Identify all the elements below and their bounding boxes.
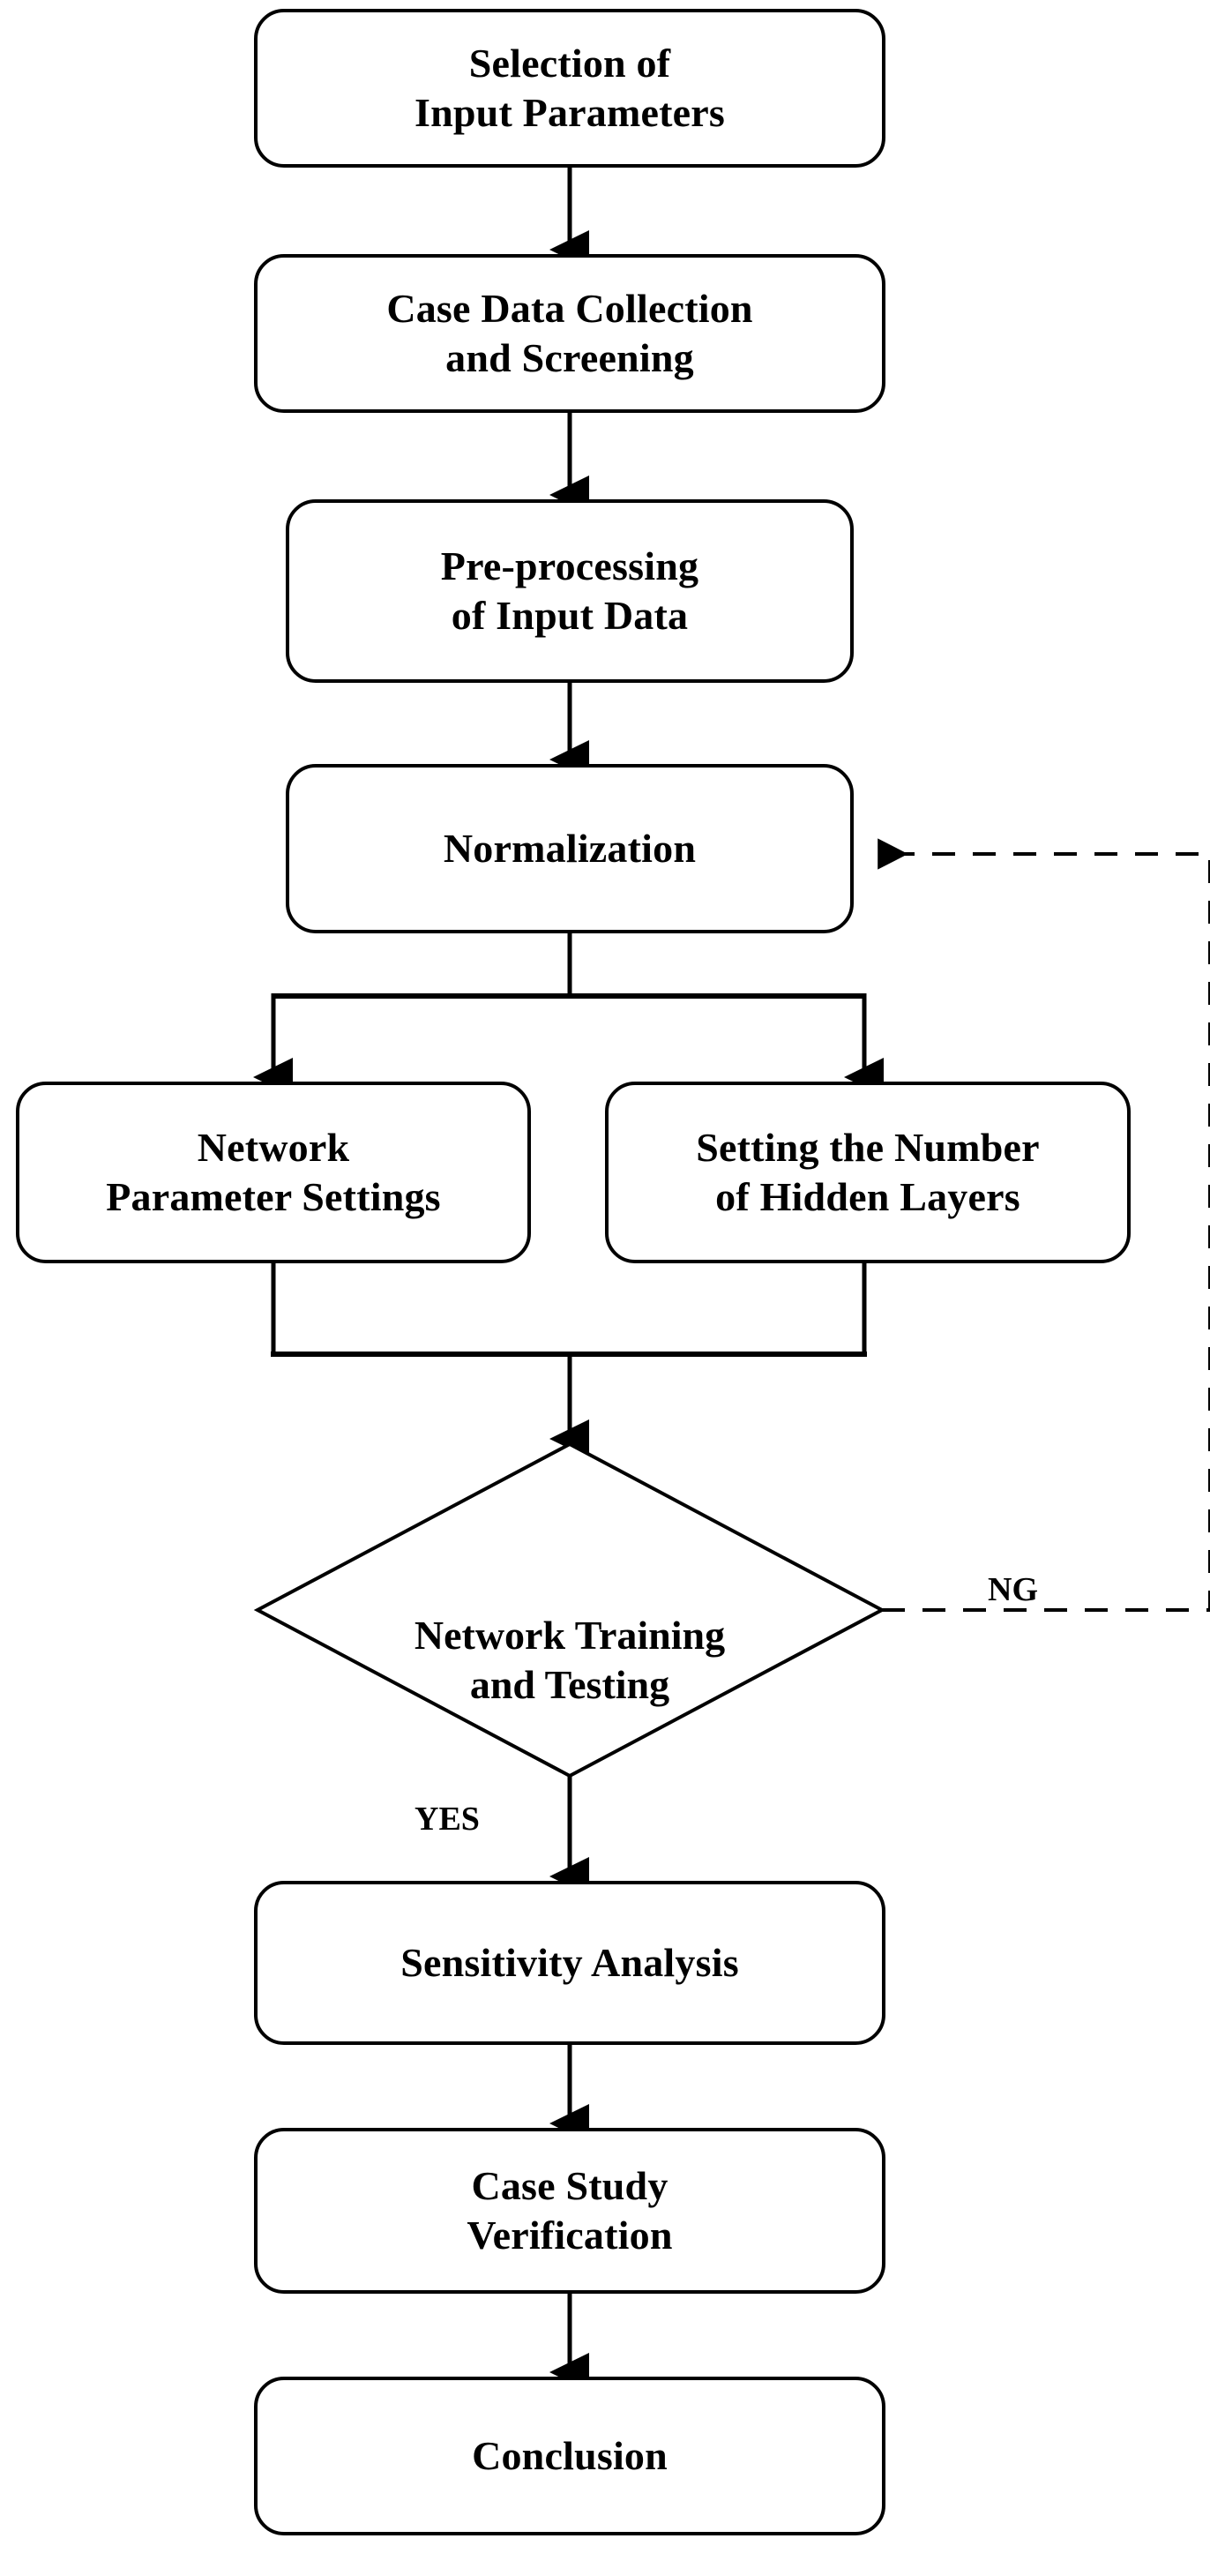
node-label: Normalization	[443, 825, 697, 871]
node-label: Pre-processing of Input Data	[440, 543, 699, 638]
node-setting-the-number-of-hidden-layers[interactable]: Setting the Number of Hidden Layers	[605, 1082, 1131, 1263]
node-network-training-and-testing-label: Network Training and Testing	[305, 1561, 834, 1710]
node-sensitivity-analysis[interactable]: Sensitivity Analysis	[254, 1881, 885, 2045]
node-label: Conclusion	[472, 2432, 668, 2478]
node-label: Selection of Input Parameters	[415, 40, 725, 135]
node-pre-processing-of-input-data[interactable]: Pre-processing of Input Data	[286, 499, 854, 683]
node-case-data-collection-and-screening[interactable]: Case Data Collection and Screening	[254, 254, 885, 413]
node-label: Case Study Verification	[467, 2162, 673, 2258]
node-label: Network Training and Testing	[414, 1613, 726, 1708]
node-case-study-verification[interactable]: Case Study Verification	[254, 2128, 885, 2294]
node-label: Network Parameter Settings	[106, 1124, 441, 1219]
node-label: Case Data Collection and Screening	[386, 285, 753, 380]
edge-label-ng: NG	[988, 1571, 1038, 1608]
node-normalization[interactable]: Normalization	[286, 764, 854, 933]
node-label: Setting the Number of Hidden Layers	[696, 1124, 1040, 1219]
node-network-parameter-settings[interactable]: Network Parameter Settings	[16, 1082, 531, 1263]
node-label: Sensitivity Analysis	[400, 1939, 739, 1985]
node-conclusion[interactable]: Conclusion	[254, 2377, 885, 2535]
edge-label-yes: YES	[415, 1801, 480, 1838]
node-selection-of-input-parameters[interactable]: Selection of Input Parameters	[254, 9, 885, 168]
